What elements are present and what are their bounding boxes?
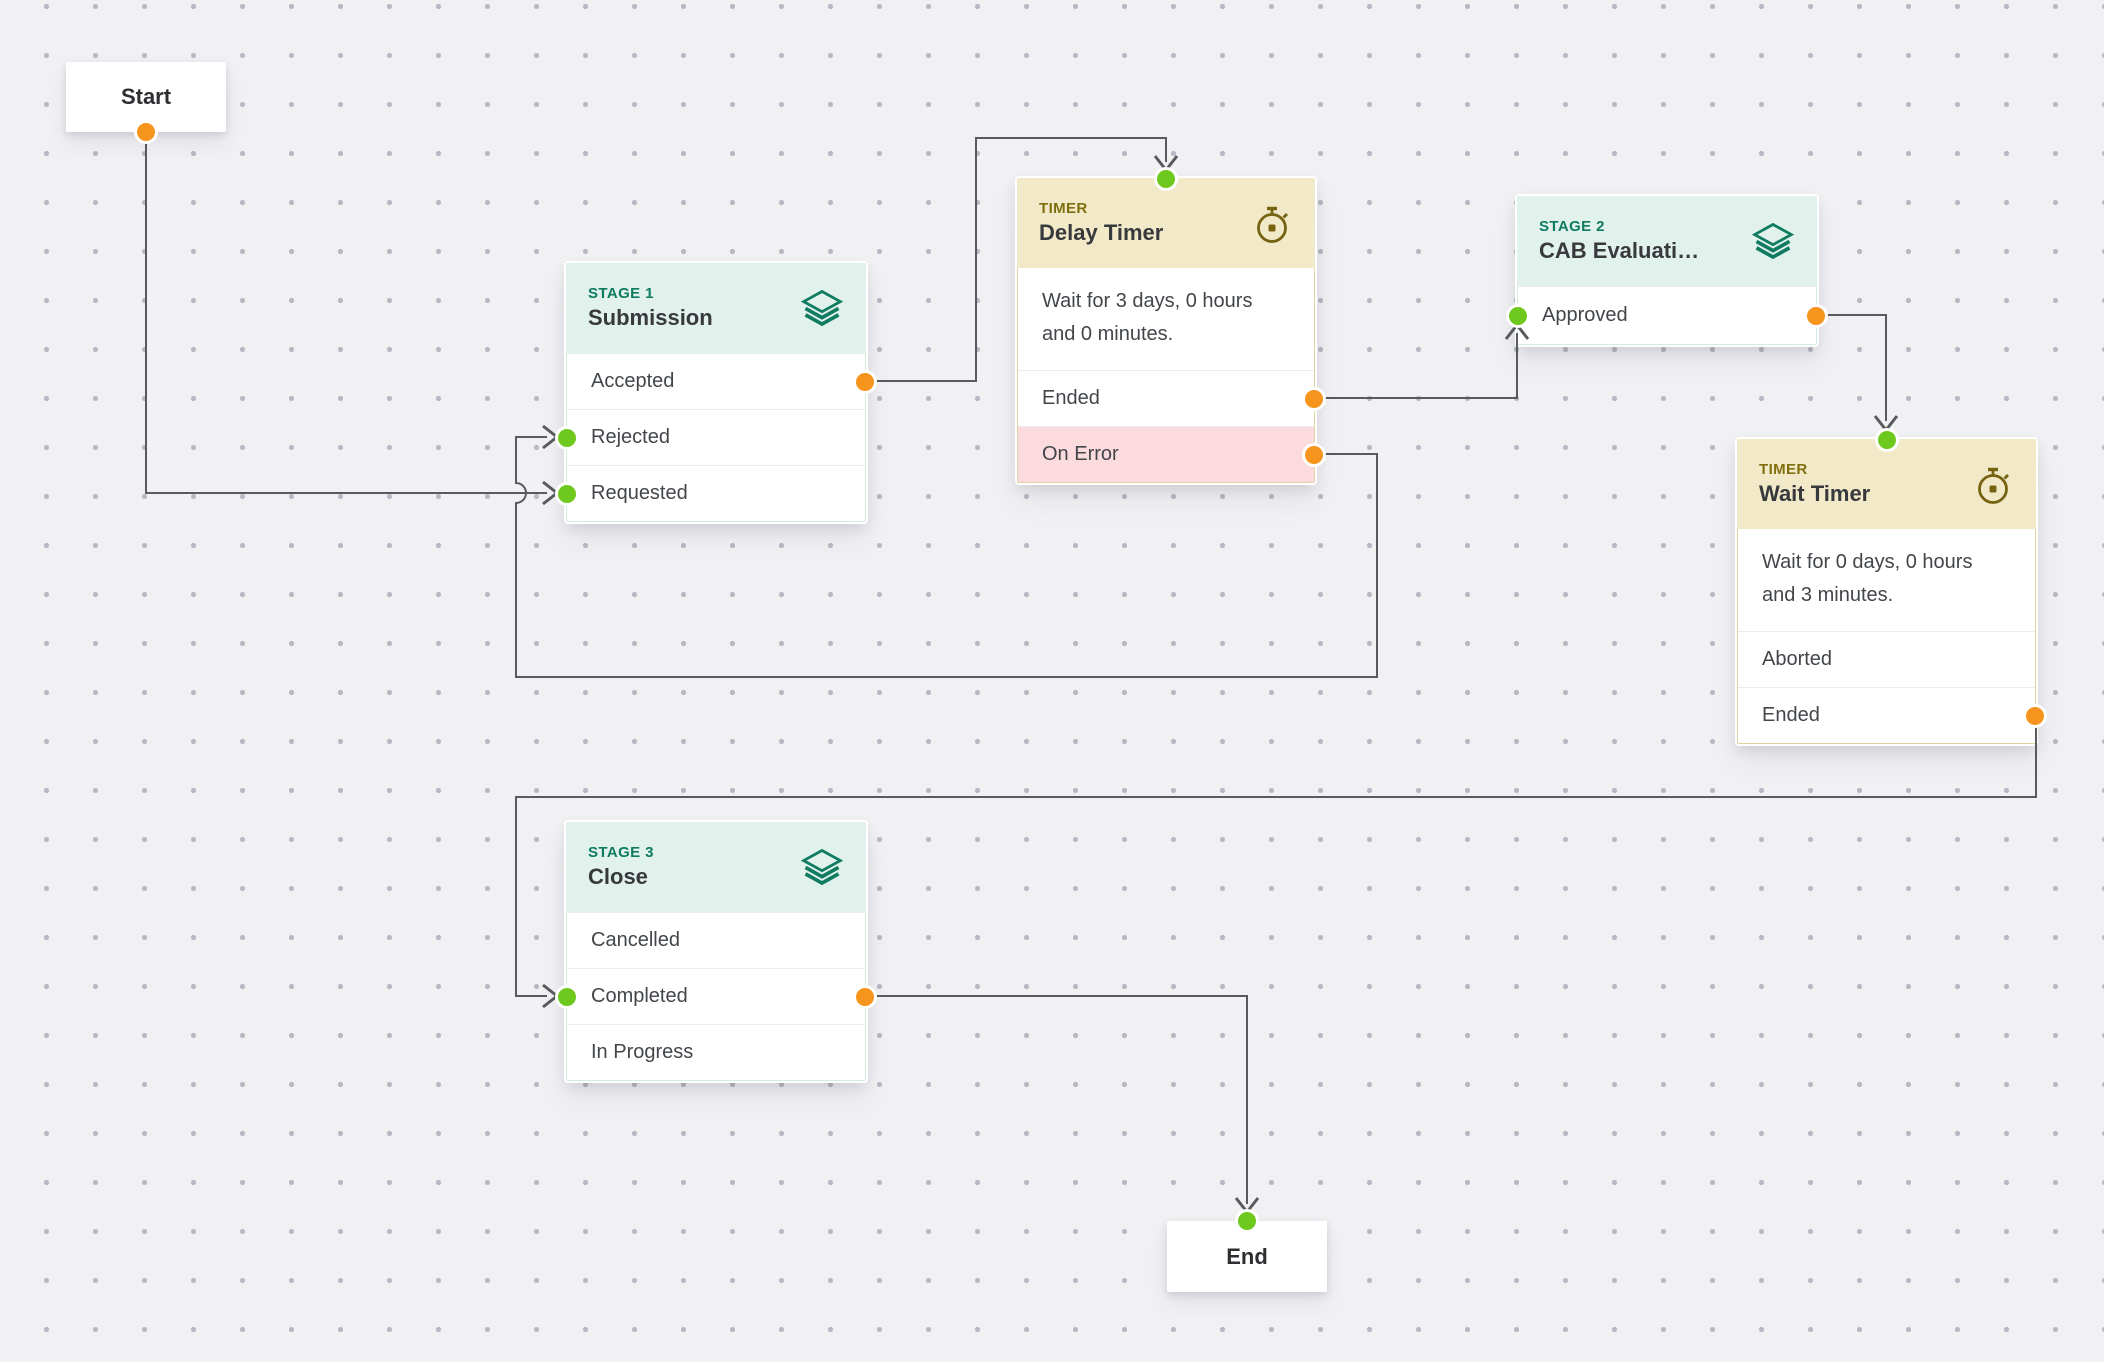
node-header: STAGE 3 Close xyxy=(566,822,866,912)
node-header: STAGE 1 Submission xyxy=(566,263,866,353)
output-port[interactable] xyxy=(1807,306,1825,325)
output-port[interactable] xyxy=(1305,389,1323,408)
node-stage-submission[interactable]: STAGE 1 Submission Accepted Rejected Req… xyxy=(558,263,874,522)
node-delay-timer[interactable]: TIMER Delay Timer Wait for 3 days, 0 hou… xyxy=(1017,170,1323,483)
connector-delay-timer-ended-to-cab-approved[interactable] xyxy=(1315,322,1530,399)
row-label: Approved xyxy=(1542,304,1628,326)
node-type-label: STAGE 1 xyxy=(588,285,654,302)
node-start[interactable]: Start xyxy=(66,62,226,141)
row-aborted[interactable]: Aborted xyxy=(1738,631,2035,687)
row-on-error[interactable]: On Error xyxy=(1018,426,1323,482)
connector-close-completed-to-end[interactable] xyxy=(866,995,1260,1215)
row-ended[interactable]: Ended xyxy=(1738,687,2044,743)
row-label: Aborted xyxy=(1762,648,1833,670)
connector-start-to-submission-requested[interactable] xyxy=(145,132,560,506)
layers-icon xyxy=(1751,222,1795,260)
node-header: STAGE 2 CAB Evaluati… xyxy=(1517,196,1817,286)
node-type-label: TIMER xyxy=(1039,200,1088,217)
output-port[interactable] xyxy=(1305,445,1323,464)
layers-icon xyxy=(800,289,844,327)
row-label: Ended xyxy=(1042,387,1100,409)
node-type-label: TIMER xyxy=(1759,461,1808,478)
connector-cab-approved-to-wait-timer[interactable] xyxy=(1817,314,1899,433)
row-label: Requested xyxy=(591,482,688,504)
stopwatch-icon xyxy=(1978,467,2009,504)
stopwatch-icon xyxy=(1257,206,1288,243)
output-port[interactable] xyxy=(856,987,874,1006)
node-stage-close[interactable]: STAGE 3 Close Cancelled Completed In Pro… xyxy=(558,822,874,1081)
node-type-label: STAGE 3 xyxy=(588,844,654,861)
node-title: Wait Timer xyxy=(1759,481,1871,506)
input-port[interactable] xyxy=(558,484,576,503)
row-requested[interactable]: Requested xyxy=(558,465,865,521)
row-cancelled[interactable]: Cancelled xyxy=(567,912,865,968)
input-port[interactable] xyxy=(1509,306,1527,325)
row-label: In Progress xyxy=(591,1041,694,1063)
input-port[interactable] xyxy=(558,428,576,447)
timer-description: Wait for 0 days, 0 hours and 3 minutes. xyxy=(1762,551,1973,606)
input-port[interactable] xyxy=(1238,1212,1256,1230)
output-port[interactable] xyxy=(856,372,874,391)
row-completed[interactable]: Completed xyxy=(558,968,874,1024)
row-label: Cancelled xyxy=(591,929,680,951)
timer-description: Wait for 3 days, 0 hours and 0 minutes. xyxy=(1042,290,1253,345)
row-accepted[interactable]: Accepted xyxy=(567,353,874,409)
row-ended[interactable]: Ended xyxy=(1018,370,1323,426)
node-title: Start xyxy=(120,84,172,109)
row-approved[interactable]: Approved xyxy=(1509,286,1825,344)
row-label: Rejected xyxy=(591,426,670,448)
row-rejected[interactable]: Rejected xyxy=(558,409,865,465)
node-title: Delay Timer xyxy=(1039,220,1164,245)
node-header: TIMER Wait Timer xyxy=(1737,439,2036,529)
output-port[interactable] xyxy=(2026,706,2044,725)
node-end[interactable]: End xyxy=(1167,1212,1327,1292)
input-port[interactable] xyxy=(1157,170,1175,188)
input-port[interactable] xyxy=(558,987,576,1006)
node-title: Submission xyxy=(588,305,713,330)
node-title: Close xyxy=(588,864,648,889)
node-header: TIMER Delay Timer xyxy=(1017,178,1315,268)
node-stage-cab-evaluation[interactable]: STAGE 2 CAB Evaluati… Approved xyxy=(1509,196,1825,345)
node-wait-timer[interactable]: TIMER Wait Timer Wait for 0 days, 0 hour… xyxy=(1737,431,2044,744)
row-label: On Error xyxy=(1042,443,1119,465)
row-label: Ended xyxy=(1762,704,1820,726)
row-label: Completed xyxy=(591,985,688,1007)
input-port[interactable] xyxy=(1877,431,1896,449)
output-port[interactable] xyxy=(137,123,155,141)
layers-icon xyxy=(800,848,844,886)
row-in-progress[interactable]: In Progress xyxy=(567,1024,865,1080)
row-label: Accepted xyxy=(591,370,675,392)
node-title: End xyxy=(1226,1243,1268,1269)
node-title: CAB Evaluati… xyxy=(1539,238,1700,263)
node-type-label: STAGE 2 xyxy=(1539,218,1605,235)
